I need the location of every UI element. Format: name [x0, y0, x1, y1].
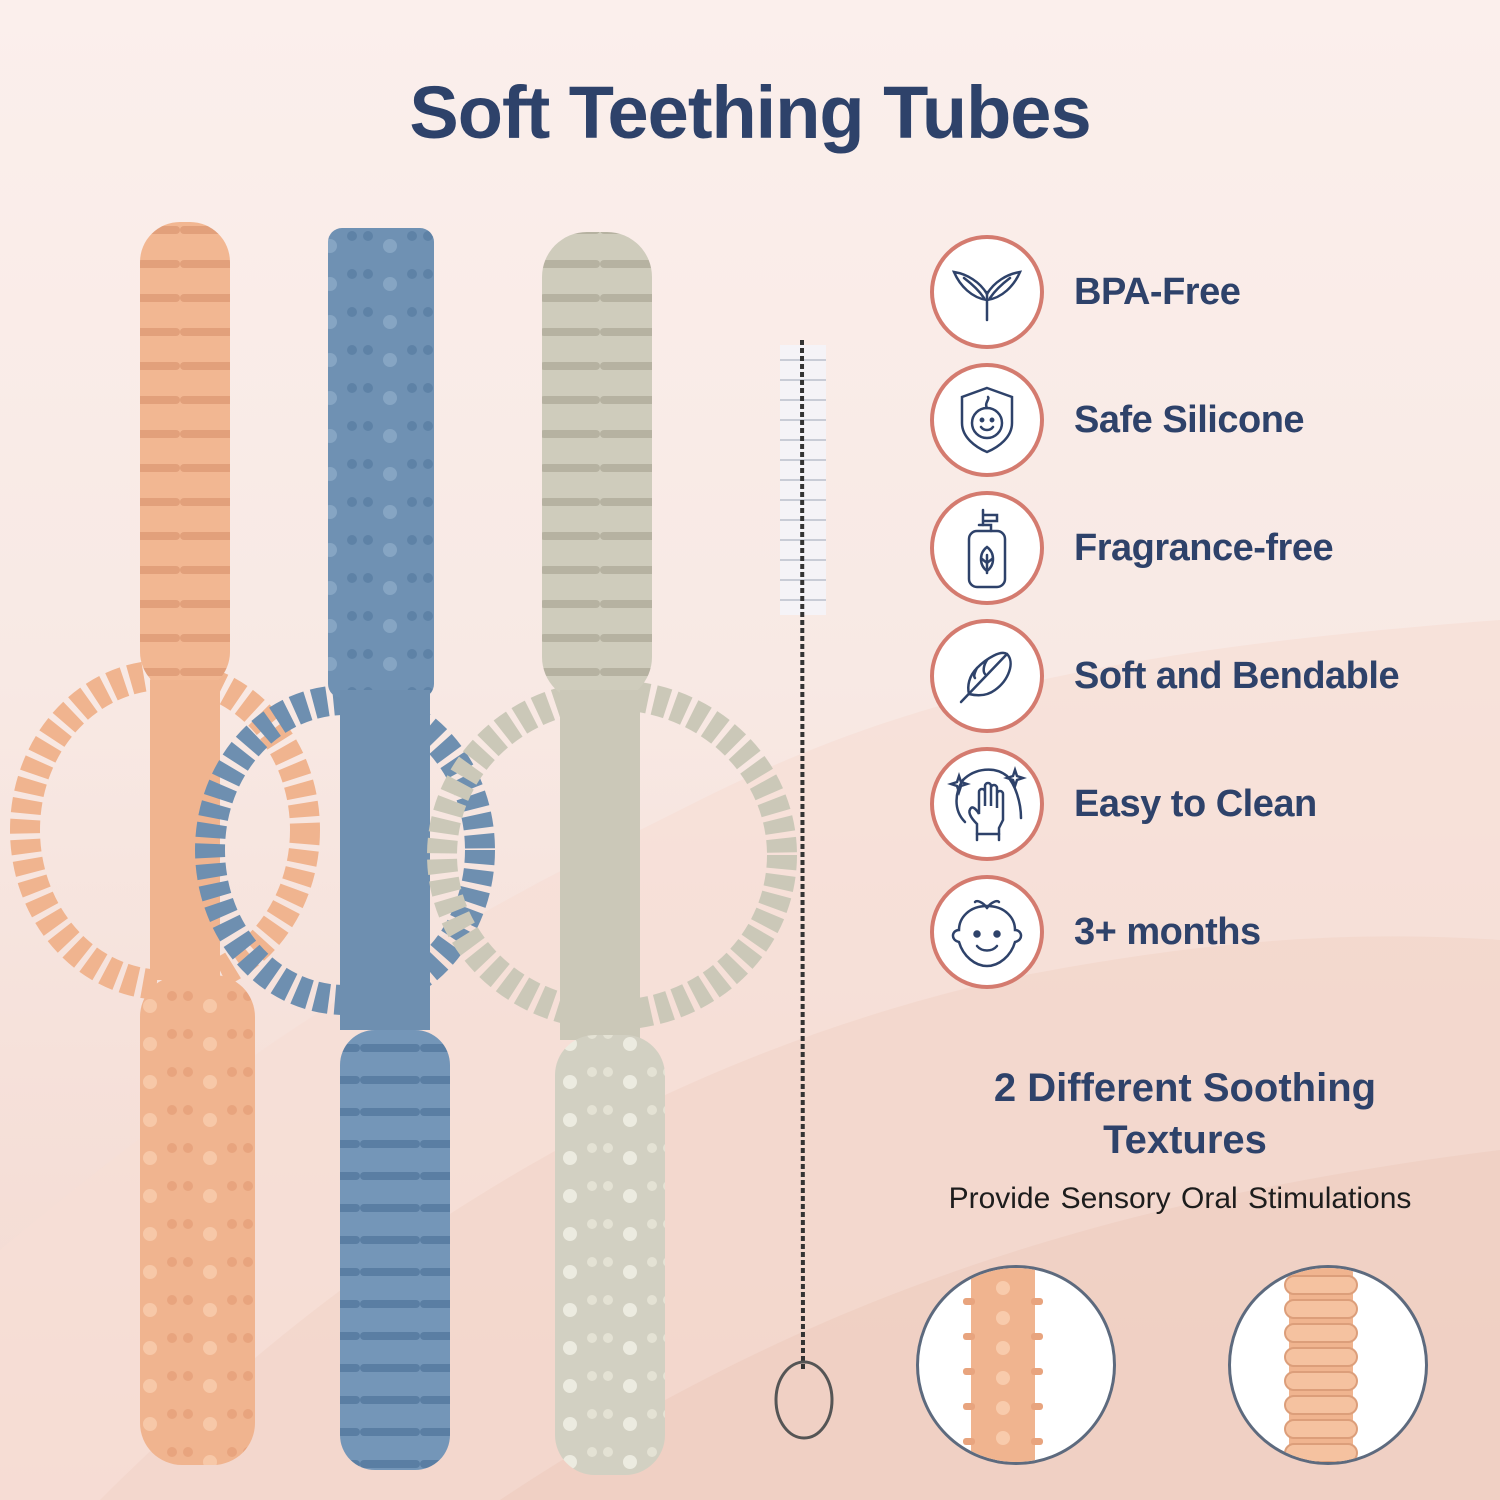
feather-icon	[930, 619, 1044, 733]
leaf-sprout-icon	[930, 235, 1044, 349]
peach-teething-tube	[10, 222, 320, 1465]
feature-label: 3+ months	[1074, 910, 1261, 953]
feature-label: BPA-Free	[1074, 270, 1241, 313]
feature-list: BPA-Free Safe Silicone Fragrance-free	[930, 228, 1490, 996]
blue-teething-tube	[195, 228, 495, 1470]
page-title: Soft Teething Tubes	[409, 71, 1091, 154]
feature-fragrance-free: Fragrance-free	[930, 484, 1490, 612]
feature-bpa-free: BPA-Free	[930, 228, 1490, 356]
feature-soft-bendable: Soft and Bendable	[930, 612, 1490, 740]
textures-heading-line2: Textures	[1103, 1118, 1267, 1162]
hand-sparkle-clean-icon	[930, 747, 1044, 861]
ridged-texture-closeup	[1228, 1265, 1428, 1465]
textures-heading: 2 Different Soothing Textures	[880, 1062, 1490, 1166]
baby-shield-icon	[930, 363, 1044, 477]
feature-label: Fragrance-free	[1074, 526, 1334, 569]
baby-face-icon	[930, 875, 1044, 989]
cleaning-brush	[774, 339, 834, 1440]
textures-heading-line1: 2 Different Soothing	[993, 1066, 1377, 1110]
feature-easy-clean: Easy to Clean	[930, 740, 1490, 868]
spray-bottle-leaf-icon	[930, 491, 1044, 605]
feature-label: Safe Silicone	[1074, 398, 1305, 441]
nubby-texture-closeup	[916, 1265, 1116, 1465]
textures-subtitle: Provide Sensory Oral Stimulations	[948, 1182, 1412, 1215]
feature-age: 3+ months	[930, 868, 1490, 996]
feature-label: Easy to Clean	[1074, 782, 1317, 825]
product-illustration	[10, 222, 834, 1475]
feature-safe-silicone: Safe Silicone	[930, 356, 1490, 484]
feature-label: Soft and Bendable	[1074, 654, 1400, 697]
sage-teething-tube	[427, 232, 797, 1475]
